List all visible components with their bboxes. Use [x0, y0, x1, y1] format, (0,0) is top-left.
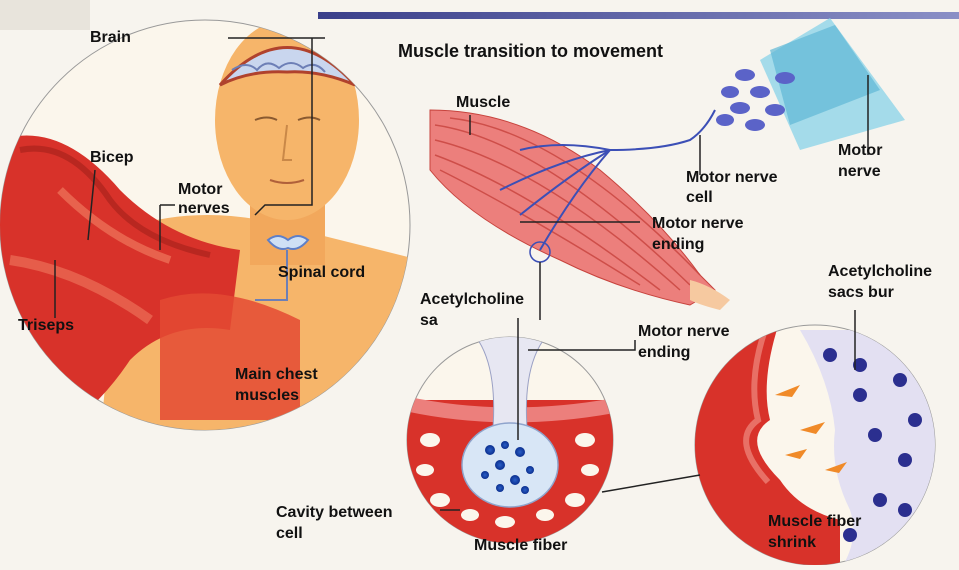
label-acetylcholine-sa-line1: Acetylcholine — [420, 290, 524, 309]
label-motor-nerves-line1: Motor — [178, 180, 222, 199]
label-motor-nerves-line2: nerves — [178, 199, 230, 218]
label-cavity-line2: cell — [276, 524, 303, 543]
label-acetylcholine-sa-line2: sa — [420, 311, 438, 330]
label-muscle: Muscle — [456, 93, 510, 112]
label-motor-nerve-ending-mid-line1: Motor nerve — [638, 322, 730, 341]
label-motor-nerve-cell-line2: cell — [686, 188, 713, 207]
corner-shade — [0, 0, 90, 30]
label-motor-nerve-line1: Motor — [838, 141, 882, 160]
label-main-chest-line1: Main chest — [235, 365, 318, 384]
label-motor-nerve-ending-top-line1: Motor nerve — [652, 214, 744, 233]
label-muscle-fiber: Muscle fiber — [474, 536, 567, 555]
top-bar — [318, 12, 959, 19]
label-main-chest-line2: muscles — [235, 386, 299, 405]
label-acetylcholine-sacs-line1: Acetylcholine — [828, 262, 932, 281]
label-motor-nerve-ending-top-line2: ending — [652, 235, 704, 254]
label-spinal-cord: Spinal cord — [278, 263, 365, 282]
label-brain: Brain — [90, 28, 131, 47]
diagram-title: Muscle transition to movement — [398, 42, 663, 61]
label-cavity-line1: Cavity between — [276, 503, 392, 522]
label-motor-nerve-line2: nerve — [838, 162, 881, 181]
label-acetylcholine-sacs-line2: sacs bur — [828, 283, 894, 302]
label-muscle-fiber-shrink-line1: Muscle fiber — [768, 512, 861, 531]
label-triseps: Triseps — [18, 316, 74, 335]
label-muscle-fiber-shrink-line2: shrink — [768, 533, 816, 552]
label-motor-nerve-cell-line1: Motor nerve — [686, 168, 778, 187]
label-motor-nerve-ending-mid-line2: ending — [638, 343, 690, 362]
label-bicep: Bicep — [90, 148, 134, 167]
